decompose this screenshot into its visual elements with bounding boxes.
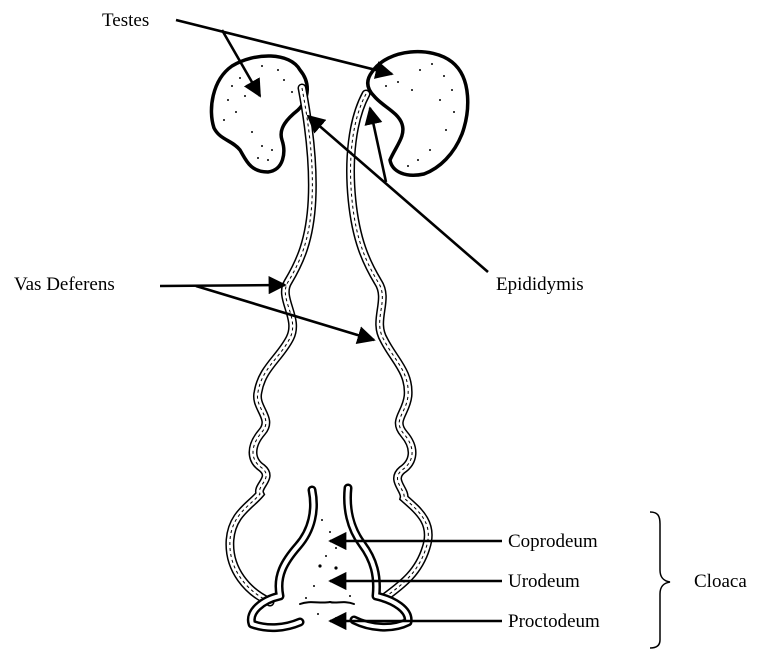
label-epididymis: Epididymis bbox=[496, 274, 584, 295]
label-urodeum: Urodeum bbox=[508, 571, 580, 592]
label-proctodeum: Proctodeum bbox=[508, 611, 600, 632]
label-cloaca: Cloaca bbox=[694, 571, 747, 592]
label-testes: Testes bbox=[102, 10, 149, 31]
label-vas-deferens: Vas Deferens bbox=[14, 274, 115, 295]
left-testis bbox=[211, 56, 307, 172]
vas-deferens-line-left bbox=[160, 285, 285, 286]
cloaca-walls bbox=[251, 488, 408, 628]
label-coprodeum: Coprodeum bbox=[508, 531, 598, 552]
cloaca-lumen-dots bbox=[305, 519, 351, 619]
right-testis bbox=[368, 52, 468, 176]
cloaca-bracket bbox=[650, 512, 670, 648]
